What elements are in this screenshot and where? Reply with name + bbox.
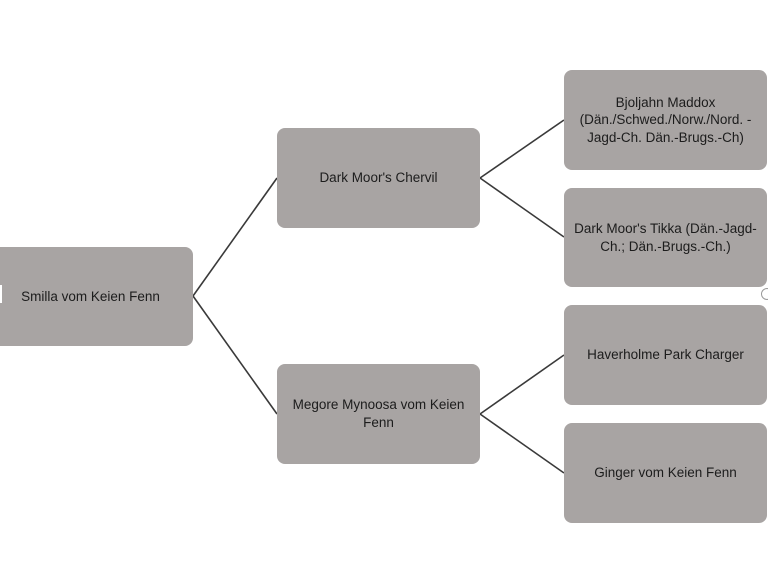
connector-sire-to-sire-sire xyxy=(479,119,565,179)
node-dam-dam[interactable]: Ginger vom Keien Fenn xyxy=(564,423,767,523)
node-dam[interactable]: Megore Mynoosa vom Keien Fenn xyxy=(277,364,480,464)
node-sire-dam-label: Dark Moor's Tikka (Dän.-Jagd-Ch.; Dän.-B… xyxy=(574,220,757,254)
node-sire-sire-label: Bjoljahn Maddox (Dän./Schwed./Norw./Nord… xyxy=(579,94,752,145)
connector-root-to-dam xyxy=(192,295,278,415)
node-sire[interactable]: Dark Moor's Chervil xyxy=(277,128,480,228)
connector-sire-to-sire-dam xyxy=(479,177,565,238)
connector-root-to-sire xyxy=(192,177,278,297)
node-root-label: Smilla vom Keien Fenn xyxy=(21,288,160,304)
resize-handle-icon[interactable] xyxy=(761,288,768,300)
node-sire-sire[interactable]: Bjoljahn Maddox (Dän./Schwed./Norw./Nord… xyxy=(564,70,767,170)
connector-dam-to-dam-dam xyxy=(479,413,565,474)
node-sire-label: Dark Moor's Chervil xyxy=(319,170,438,186)
root-collapse-marker xyxy=(0,285,2,303)
node-dam-label: Megore Mynoosa vom Keien Fenn xyxy=(292,397,465,430)
node-sire-dam[interactable]: Dark Moor's Tikka (Dän.-Jagd-Ch.; Dän.-B… xyxy=(564,188,767,287)
node-root[interactable]: Smilla vom Keien Fenn xyxy=(0,247,193,346)
node-dam-dam-label: Ginger vom Keien Fenn xyxy=(594,465,737,481)
connector-dam-to-dam-sire xyxy=(479,354,565,415)
node-dam-sire[interactable]: Haverholme Park Charger xyxy=(564,305,767,405)
node-dam-sire-label: Haverholme Park Charger xyxy=(587,347,744,363)
